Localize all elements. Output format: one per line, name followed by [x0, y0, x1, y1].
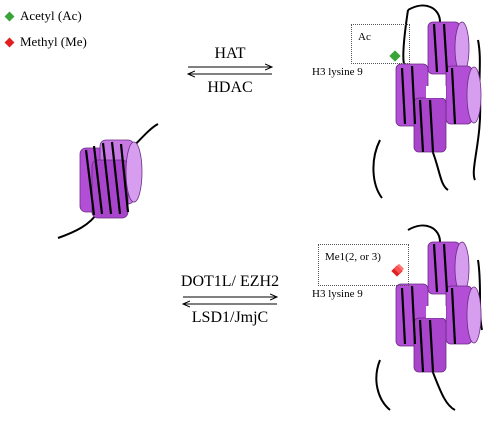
- site-label-bottom: H3 lysine 9: [312, 288, 363, 300]
- enzyme-forward-top: HAT: [214, 45, 246, 62]
- open-nucleosome-acetylated: [372, 4, 482, 199]
- acetyl-box: Ac: [351, 24, 410, 64]
- enzyme-reverse-bottom: LSD1/JmjC: [191, 309, 269, 326]
- legend-acetyl-label: Acetyl (Ac): [20, 8, 82, 23]
- reaction-arrows-bottom: [183, 297, 277, 304]
- acetyl-mark-icon: [389, 50, 401, 62]
- legend-methyl: Methyl (Me): [4, 34, 87, 50]
- compact-nucleosome: [57, 123, 159, 239]
- acetyl-box-label: Ac: [358, 31, 371, 43]
- legend-acetyl: Acetyl (Ac): [4, 8, 82, 24]
- legend-methyl-label: Methyl (Me): [20, 34, 87, 49]
- site-label-top: H3 lysine 9: [312, 66, 363, 78]
- enzyme-reverse-top: HDAC: [207, 79, 253, 96]
- reaction-arrows-top: [188, 67, 272, 74]
- open-nucleosome-methylated: [375, 224, 483, 411]
- methyl-box: Me1(2, or 3): [318, 244, 409, 286]
- enzyme-forward-bottom: DOT1L/ EZH2: [180, 273, 280, 290]
- methyl-box-label: Me1(2, or 3): [325, 251, 381, 263]
- methyl-mark-shadow-icon: [394, 263, 404, 274]
